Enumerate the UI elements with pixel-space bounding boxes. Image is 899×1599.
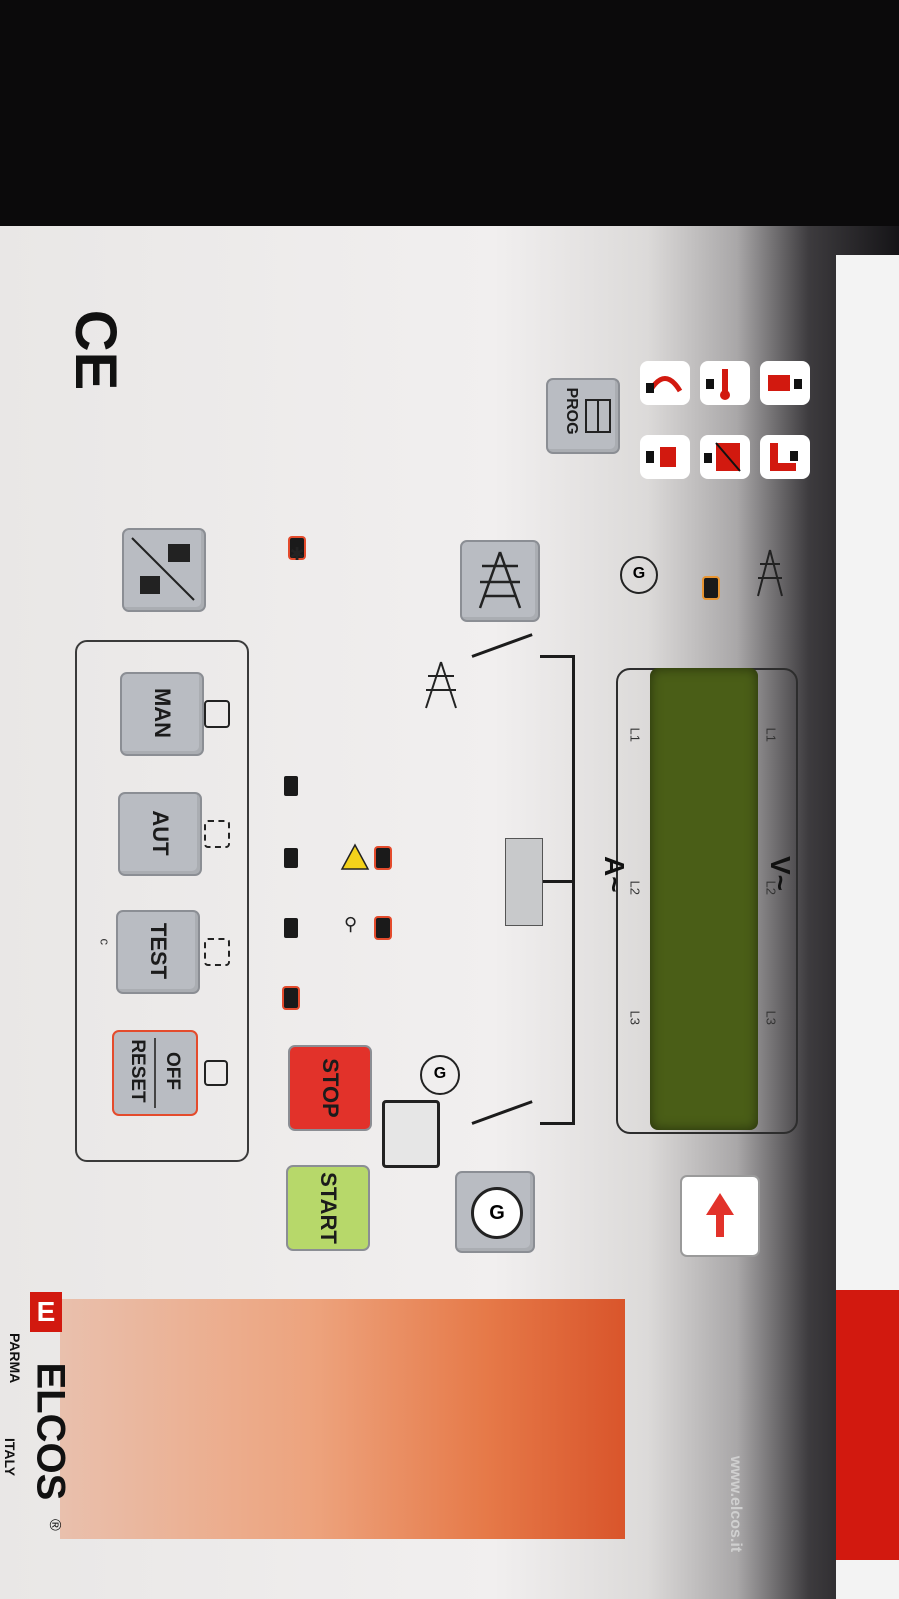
aut-button[interactable]: AUT — [118, 792, 202, 876]
generator-switch-button[interactable]: G — [455, 1171, 535, 1253]
voltage-phase-l2: L2 — [763, 880, 779, 895]
test-button-label: TEST — [146, 922, 171, 980]
person-icon: ✱ — [289, 544, 305, 564]
lcd-screen — [650, 668, 758, 1130]
fuel-alarm-icon — [760, 361, 810, 405]
current-phase-l2: L2 — [627, 880, 643, 895]
man-button-label: MAN — [150, 687, 175, 739]
warning-triangle-icon — [340, 842, 370, 872]
current-phase-l1: L1 — [627, 727, 643, 742]
prog-button[interactable]: PROG — [546, 378, 620, 454]
warning-led — [376, 848, 390, 868]
off-label: OFF — [162, 1052, 183, 1090]
aut-mode-led — [284, 848, 298, 868]
elcos-brand-name: ELCOS — [28, 1362, 73, 1501]
temperature-alarm-icon — [700, 361, 750, 405]
stop-button[interactable]: STOP — [288, 1045, 372, 1131]
current-phase-l3: L3 — [627, 1010, 643, 1025]
mains-tower-icon — [478, 551, 522, 609]
panel-red-accent — [836, 1290, 899, 1560]
current-label: A~ — [599, 856, 630, 893]
start-button[interactable]: START — [286, 1165, 370, 1251]
busbar-load-tap — [540, 880, 574, 883]
book-icon — [585, 399, 611, 433]
fuel-pump-icon — [131, 537, 195, 601]
mains-tower-schematic-icon — [418, 660, 464, 710]
auto-cycle-icon — [204, 820, 230, 848]
off-reset-divider — [154, 1038, 156, 1108]
busbar-top-arm — [540, 655, 574, 658]
maintenance-led — [376, 918, 390, 938]
generator-small-icon: G — [620, 556, 658, 594]
man-button[interactable]: MAN — [120, 672, 204, 756]
test-c-label: c — [97, 938, 113, 946]
registered-mark: ® — [46, 1519, 63, 1531]
generator-icon: G — [471, 1187, 523, 1239]
orange-brand-band — [60, 1299, 625, 1539]
busbar-bottom-arm — [540, 1122, 574, 1125]
test-button[interactable]: TEST — [116, 910, 200, 994]
brand-country: ITALY — [2, 1438, 18, 1477]
arrow-left-icon — [706, 1193, 734, 1237]
ce-mark: CE — [63, 309, 128, 391]
hand-icon — [204, 700, 230, 728]
aut-button-label: AUT — [148, 810, 173, 856]
off-reset-button[interactable]: OFF RESET — [112, 1030, 198, 1116]
generator-schematic-icon: G — [420, 1055, 460, 1095]
start-button-label: START — [316, 1172, 341, 1244]
fuel-pump-button[interactable] — [122, 528, 206, 612]
mains-ok-led — [704, 578, 718, 598]
man-mode-led — [284, 776, 298, 796]
mains-switch-button[interactable] — [460, 540, 540, 622]
brand-city: PARMA — [7, 1333, 23, 1384]
off-mode-led — [284, 988, 298, 1008]
overload-alarm-icon — [700, 435, 750, 479]
voltage-phase-l1: L1 — [763, 727, 779, 742]
generator-fault-icon — [640, 435, 690, 479]
test-mode-led — [284, 918, 298, 938]
website-link[interactable]: www.elcos.it — [727, 1455, 744, 1553]
oil-pressure-alarm-icon — [640, 361, 690, 405]
load-building-icon — [505, 838, 543, 926]
remote-start-led — [290, 538, 304, 558]
mode-button-group — [75, 640, 249, 1162]
wrench-icon: ⚲ — [344, 914, 358, 934]
reset-label: RESET — [127, 1039, 148, 1103]
battery-alarm-icon — [760, 435, 810, 479]
elcos-logo-e: E — [30, 1292, 62, 1332]
prog-button-label: PROG — [563, 387, 580, 435]
mains-tower-small-icon — [752, 548, 788, 598]
alarm-icons — [640, 355, 820, 485]
test-cycle-icon — [204, 938, 230, 966]
stop-button-label: STOP — [318, 1058, 343, 1118]
enter-button[interactable] — [680, 1175, 760, 1257]
voltage-phase-l3: L3 — [763, 1010, 779, 1025]
busbar-vertical — [572, 655, 575, 1125]
lock-icon — [204, 1060, 228, 1086]
genset-engine-icon — [382, 1100, 440, 1168]
